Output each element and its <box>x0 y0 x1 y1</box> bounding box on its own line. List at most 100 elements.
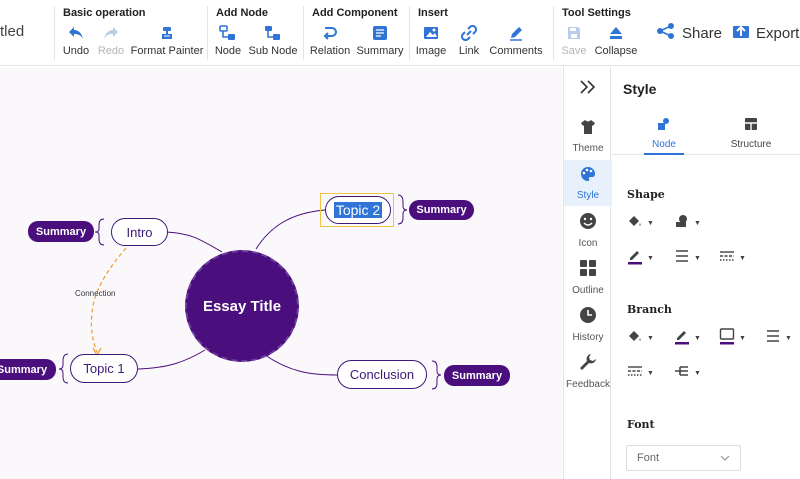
outline-icon <box>579 259 597 282</box>
border-color-dropdown[interactable]: ▼ <box>627 249 654 267</box>
group-add-node: Add Node <box>216 7 268 19</box>
save-label: Save <box>561 45 587 57</box>
summary-topic-1[interactable]: Summary <box>0 359 56 380</box>
node-shape-dropdown[interactable]: ▼ <box>674 214 701 232</box>
font-family-select[interactable]: Font <box>626 445 741 471</box>
topic-intro[interactable]: Intro <box>111 218 168 246</box>
add-node-button[interactable]: Node <box>214 24 242 60</box>
sidebar-label: Feedback <box>566 378 610 390</box>
tab-structure[interactable]: Structure <box>727 117 775 153</box>
connector-icon <box>674 364 690 383</box>
relation-label: Relation <box>309 45 351 57</box>
central-topic[interactable]: Essay Title <box>185 250 299 362</box>
topic-conclusion[interactable]: Conclusion <box>337 360 427 389</box>
caret-down-icon: ▼ <box>739 334 746 342</box>
border-weight-dropdown[interactable]: ▼ <box>674 249 701 267</box>
collapse-panel-button[interactable] <box>564 69 612 109</box>
summary-conclusion[interactable]: Summary <box>444 365 510 386</box>
selection-outline <box>320 193 394 227</box>
pen-icon <box>508 24 524 42</box>
caret-down-icon: ▼ <box>694 334 701 342</box>
export-button[interactable]: Export <box>732 22 799 44</box>
collapse-button[interactable]: Collapse <box>595 24 637 60</box>
export-label: Export <box>756 24 800 42</box>
topic-topic-2[interactable]: Topic 2 <box>325 196 391 224</box>
summary-intro[interactable]: Summary <box>28 221 94 242</box>
connection-label: Connection <box>75 289 116 298</box>
pen-color-icon <box>674 327 690 350</box>
undo-icon <box>67 24 85 42</box>
insert-image-button[interactable]: Image <box>416 24 446 60</box>
pen-color-icon <box>627 247 643 270</box>
insert-link-button[interactable]: Link <box>456 24 482 60</box>
paint-bucket-icon <box>627 328 643 349</box>
border-style-dropdown[interactable]: ▼ <box>719 249 746 267</box>
wrench-icon <box>579 353 597 376</box>
summary-topic-2[interactable]: Summary <box>409 200 474 220</box>
chevron-down-icon <box>720 452 730 464</box>
caret-down-icon: ▼ <box>694 219 701 227</box>
add-sub-node-button[interactable]: Sub Node <box>248 24 298 60</box>
double-chevron-right-icon <box>579 79 597 99</box>
sidebar-item-feedback[interactable]: Feedback <box>564 348 612 394</box>
sidebar-item-theme[interactable]: Theme <box>564 113 612 159</box>
undo-button[interactable]: Undo <box>62 24 90 60</box>
caret-down-icon: ▼ <box>739 254 746 262</box>
sidebar-item-icon[interactable]: Icon <box>564 207 612 253</box>
branch-connector-dropdown[interactable]: ▼ <box>674 364 701 382</box>
branch-line-color-dropdown[interactable]: ▼ <box>674 329 701 347</box>
dash-style-icon <box>719 249 735 268</box>
font-select-value: Font <box>637 452 660 464</box>
link-icon <box>461 24 477 42</box>
panel-title: Style <box>623 81 657 97</box>
branch-dash-dropdown[interactable]: ▼ <box>627 364 654 382</box>
section-font-title: Font <box>627 418 655 431</box>
summary-button[interactable]: Summary <box>356 24 404 60</box>
redo-icon <box>102 24 120 42</box>
divider <box>207 6 208 60</box>
branch-weight-dropdown[interactable]: ▼ <box>765 329 792 347</box>
divider <box>54 6 55 60</box>
save-icon <box>566 24 582 42</box>
tab-divider <box>612 154 800 155</box>
sub-node-icon <box>264 24 282 42</box>
format-painter-button[interactable]: Format Painter <box>131 24 203 60</box>
mindmap-canvas[interactable]: Connection Essay Title Intro Topic 1 Con… <box>0 67 562 479</box>
topic-topic-1[interactable]: Topic 1 <box>70 354 138 383</box>
line-weight-icon <box>765 329 781 348</box>
palette-icon <box>579 166 597 187</box>
group-basic-operation: Basic operation <box>63 7 146 19</box>
section-branch-title: Branch <box>627 303 672 316</box>
redo-button[interactable]: Redo <box>96 24 126 60</box>
sub-node-label: Sub Node <box>248 45 298 57</box>
group-tool-settings: Tool Settings <box>562 7 631 19</box>
save-button[interactable]: Save <box>560 24 588 60</box>
smiley-icon <box>579 212 597 235</box>
undo-label: Undo <box>62 45 90 57</box>
relation-button[interactable]: Relation <box>310 24 350 60</box>
dash-style-icon <box>627 364 643 383</box>
tab-node[interactable]: Node <box>644 117 684 153</box>
sidebar-item-style[interactable]: Style <box>564 160 612 206</box>
sidebar-label: Outline <box>572 284 604 296</box>
branch-fill-dropdown[interactable]: ▼ <box>627 329 654 347</box>
share-button[interactable]: Share <box>656 22 722 44</box>
export-icon <box>732 22 750 45</box>
insert-comments-button[interactable]: Comments <box>489 24 543 60</box>
redo-label: Redo <box>97 45 125 57</box>
structure-icon <box>744 117 758 136</box>
fill-color-dropdown[interactable]: ▼ <box>627 214 654 232</box>
node-shapes-icon <box>657 117 671 136</box>
summary-icon <box>372 24 388 42</box>
sidebar-label: Theme <box>572 142 604 154</box>
document-title[interactable]: tled <box>0 23 25 40</box>
node-icon <box>219 24 237 42</box>
summary-label: Summary <box>356 45 404 57</box>
sidebar-item-outline[interactable]: Outline <box>564 254 612 300</box>
paint-bucket-icon <box>627 213 643 234</box>
sidebar-item-history[interactable]: History <box>564 301 612 347</box>
collapse-label: Collapse <box>594 45 638 57</box>
image-label: Image <box>415 45 447 57</box>
branch-border-dropdown[interactable]: ▼ <box>719 327 746 347</box>
selected-text[interactable]: Topic 2 <box>333 202 383 218</box>
